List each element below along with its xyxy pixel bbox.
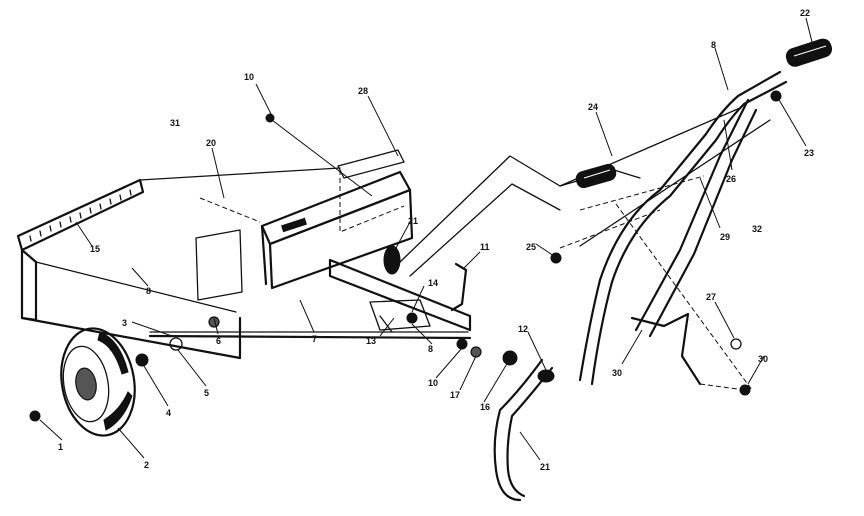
routing-line-2: [409, 183, 561, 277]
callout-20: 20: [206, 138, 216, 148]
callout-10-bottom: 10: [428, 378, 438, 388]
callout-3: 3: [122, 318, 127, 328]
callout-27: 27: [706, 292, 716, 302]
callout-15: 15: [90, 244, 100, 254]
hopper-scale-ticks: [29, 189, 132, 242]
axle: [148, 331, 472, 340]
callout-31: 31: [170, 118, 180, 128]
callout-14: 14: [428, 278, 438, 288]
callout-13: 13: [366, 336, 376, 346]
callout-11: 11: [480, 242, 490, 252]
callout-25: 25: [526, 242, 536, 252]
callout-16: 16: [480, 402, 490, 412]
callout-5: 5: [204, 388, 209, 398]
callout-1: 1: [58, 442, 63, 452]
callout-22: 22: [800, 8, 810, 18]
callout-8-handle: 8: [711, 40, 716, 50]
callout-2: 2: [144, 460, 149, 470]
callout-7: 7: [312, 334, 317, 344]
callout-23: 23: [804, 148, 814, 158]
wheel: [60, 327, 136, 437]
callout-6: 6: [216, 336, 221, 346]
callout-24: 24: [588, 102, 598, 112]
callout-30-lower: 30: [612, 368, 622, 378]
callout-8-shaft: 8: [428, 344, 433, 354]
callout-12: 12: [518, 324, 528, 334]
callout-26: 26: [726, 174, 736, 184]
callout-4: 4: [166, 408, 171, 418]
callout-30-right: 30: [758, 354, 768, 364]
hopper: [16, 149, 414, 360]
callout-28: 28: [358, 86, 368, 96]
grip-24: [575, 163, 617, 189]
axle-hardware: [29, 90, 782, 422]
shaft-assembly: [328, 245, 472, 333]
callout-labels: 1 2 3 4 5 6 7 8 8 8 10 10 11 12 13 14 15…: [58, 8, 814, 472]
callout-21-shaft: 21: [408, 216, 418, 226]
callout-leaders: [39, 17, 813, 461]
callout-17: 17: [450, 390, 460, 400]
callout-29: 29: [720, 232, 730, 242]
callout-21-hitch: 21: [540, 462, 550, 472]
callout-8-hopper: 8: [146, 286, 151, 296]
tow-hitch: [493, 358, 555, 502]
callout-10-top: 10: [244, 72, 254, 82]
callout-32: 32: [752, 224, 762, 234]
grip-22: [785, 38, 833, 67]
